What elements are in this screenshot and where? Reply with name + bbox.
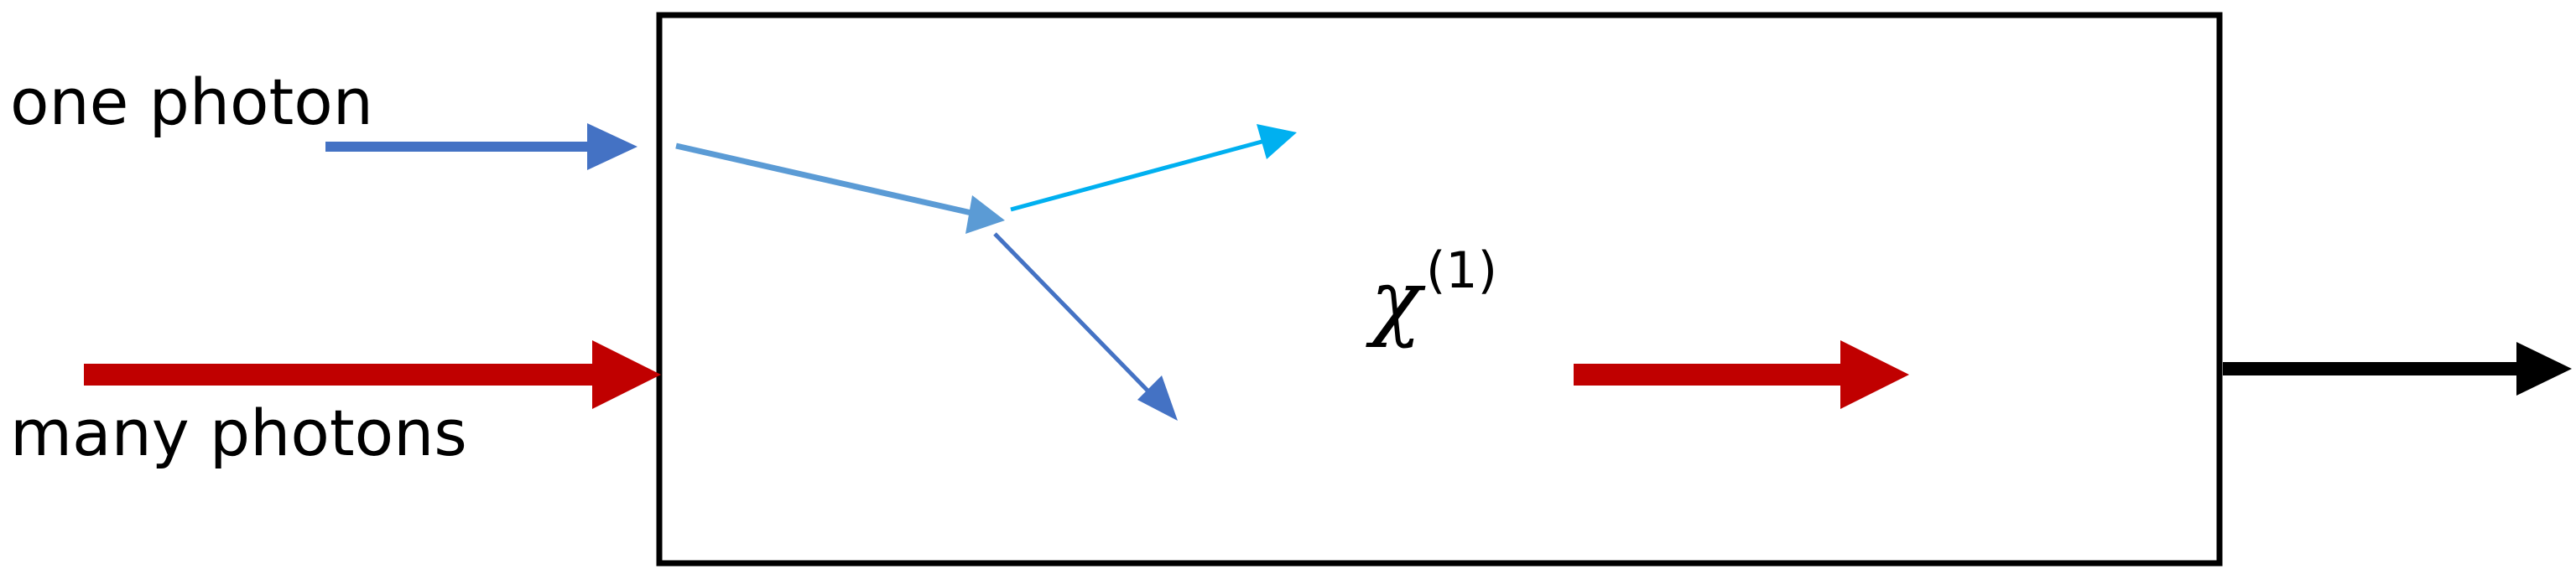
- medium-box: [656, 12, 2223, 567]
- scattered-photon-down-arrow-shaft: [993, 232, 1153, 396]
- scattered-photon-down-arrowhead: [1137, 375, 1178, 421]
- output-arrowhead: [2516, 342, 2572, 396]
- many-photons-input-arrowhead: [592, 340, 661, 409]
- photon-path-arrowhead: [965, 195, 1005, 234]
- one-photon-label: one photon: [10, 65, 373, 139]
- many-photons-label: many photons: [10, 396, 467, 470]
- chi-order-superscript: (1): [1426, 241, 1497, 300]
- photon-path-arrow-shaft: [675, 142, 972, 216]
- many-photons-transmitted-arrowhead: [1840, 340, 1909, 409]
- scattered-photon-up-arrow-shaft: [1010, 138, 1266, 212]
- single-photon-input-arrowhead: [587, 123, 637, 170]
- chi-symbol: χ: [1366, 251, 1426, 349]
- scattered-photon-up-arrowhead: [1257, 124, 1297, 159]
